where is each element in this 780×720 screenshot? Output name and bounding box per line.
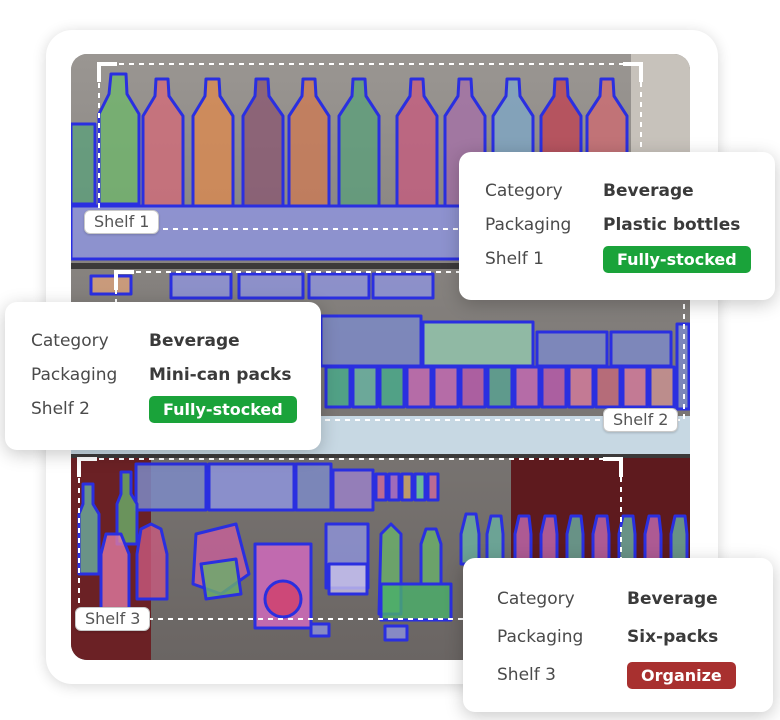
category-label: Category: [485, 181, 563, 201]
category-label: Category: [31, 331, 109, 351]
category-value: Beverage: [603, 181, 694, 201]
shelf-3-tag: Shelf 3: [75, 607, 151, 631]
packaging-label: Packaging: [497, 627, 584, 647]
packaging-value: Six-packs: [627, 627, 719, 647]
shelf-label: Shelf 1: [485, 249, 544, 269]
status-badge: Fully-stocked: [149, 395, 297, 423]
shelf-2-segments: [89, 272, 690, 411]
shelf-2-tag: Shelf 2: [603, 408, 679, 432]
shelf-1-info-card: Category Beverage Packaging Plastic bottle…: [459, 152, 775, 300]
shelf-3-segments: [77, 462, 689, 642]
category-label: Category: [497, 589, 575, 609]
packaging-value: Plastic bottles: [603, 215, 741, 235]
packaging-value: Mini-can packs: [149, 365, 292, 385]
category-value: Beverage: [149, 331, 240, 351]
packaging-label: Packaging: [485, 215, 572, 235]
status-badge: Organize: [627, 661, 736, 689]
shelf-3-info-card: Category Beverage Packaging Six-packs Shel…: [463, 558, 773, 712]
shelf-label: Shelf 3: [497, 665, 556, 685]
status-badge: Fully-stocked: [603, 245, 751, 273]
category-value: Beverage: [627, 589, 718, 609]
shelf-2-info-card: Category Beverage Packaging Mini-can packs…: [5, 302, 321, 450]
shelf-1-tag: Shelf 1: [84, 210, 160, 234]
shelf-label: Shelf 2: [31, 399, 90, 419]
packaging-label: Packaging: [31, 365, 118, 385]
